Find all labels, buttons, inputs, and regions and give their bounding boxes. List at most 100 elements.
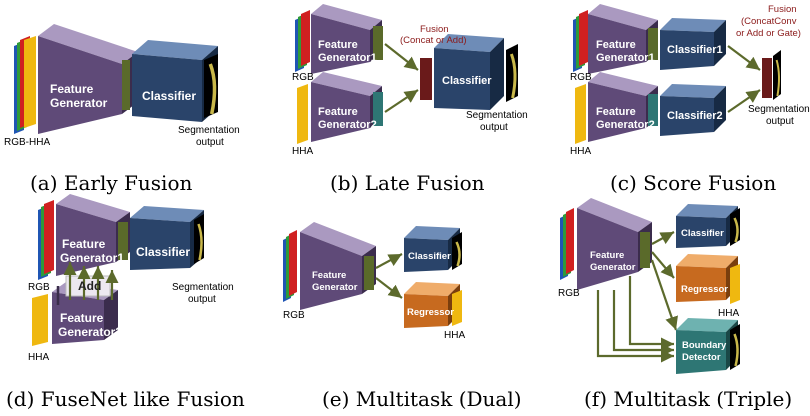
gen1-olive-slab — [648, 28, 658, 60]
fusion-label-line1: Fusion — [420, 24, 449, 35]
classifier-front-face — [404, 238, 448, 272]
generator-label-line2: Generator — [590, 262, 636, 273]
hha-input-slab — [297, 84, 308, 144]
output-label-line2: output — [188, 294, 216, 305]
segmentation-output-object — [775, 59, 780, 97]
gen-olive-slab-face — [640, 232, 650, 268]
regressor-front-face — [404, 294, 448, 328]
hha-label: HHA — [28, 352, 49, 363]
gen1-label-line2: Generator1 — [596, 52, 655, 64]
gen1-label-line1: Feature — [62, 237, 106, 251]
gen2-label-line1: Feature — [596, 106, 636, 118]
segmentation-output-object — [733, 217, 739, 243]
gen2-label-line2: Generator2 — [596, 119, 655, 131]
hha-label: HHA — [292, 146, 313, 157]
feature-generator1-top-face — [56, 194, 130, 222]
feature-generator2-front-face — [588, 82, 646, 142]
feature-olive-slab-face — [122, 60, 130, 110]
rgb-input-stack-layer-2 — [566, 208, 574, 274]
feature-generator2-side-face — [104, 290, 118, 340]
arrow-gen-to-regressor — [375, 277, 403, 299]
classifier — [404, 226, 460, 272]
feature-generator1-front-face — [311, 14, 370, 74]
generator-label-line1: Feature — [50, 82, 94, 96]
gen2-label-line2: Generator2 — [318, 119, 377, 131]
boundary-detector-front-face — [676, 330, 726, 374]
classifier-front-face — [132, 54, 202, 122]
feature-generator-front-face — [38, 36, 122, 134]
output-label-line2: output — [480, 122, 508, 133]
fusion-label-line2: (ConcatConv — [741, 16, 797, 27]
rgb-label: RGB — [292, 72, 314, 83]
classifier-top-face — [434, 34, 504, 52]
classifier — [434, 34, 504, 110]
classifier1-front-face — [660, 30, 714, 70]
feature-generator-top-face — [300, 222, 376, 256]
gen1-olive-slab-face — [118, 222, 128, 260]
segmentation-output — [773, 50, 781, 100]
gen-olive-slab — [364, 256, 374, 290]
arrow-gen2-to-fusion — [384, 89, 419, 113]
output-label-line1: Segmentation — [466, 110, 528, 121]
arrow-gen-to-classifier — [651, 231, 675, 245]
generator-label-line2: Generator — [312, 282, 358, 293]
arrow-gen-to-boundary — [650, 259, 678, 331]
hha-output-slab — [452, 290, 462, 326]
output-label-line1: Segmentation — [178, 125, 240, 136]
rgb-label: RGB — [28, 282, 50, 293]
arrow-gen-to-classifier — [375, 253, 403, 269]
feature-generator2-front-face — [52, 292, 104, 344]
caption-fusenet-fusion: (d) FuseNet like Fusion — [6, 387, 245, 411]
classifier2-top-face — [660, 84, 726, 98]
feature-generator-front-face — [577, 208, 638, 290]
segmentation-output-object — [208, 63, 217, 115]
classifier2-label: Classifier2 — [667, 110, 723, 122]
arrow-gen1-to-fusion — [384, 43, 419, 71]
skip-arrow-inner — [628, 276, 674, 351]
hha-input-slab — [24, 36, 36, 128]
classifier1-label: Classifier1 — [667, 44, 723, 56]
gen-olive-slab-face — [364, 256, 374, 290]
segmentation-output — [506, 44, 518, 102]
hha-input-slab — [575, 84, 586, 144]
fusion-block-face — [762, 58, 772, 98]
hha-input-slab-face — [575, 84, 586, 144]
boundary-detector-top-face — [676, 318, 738, 332]
skip-arrow-middle — [612, 290, 674, 357]
hha-label: HHA — [570, 146, 591, 157]
classifier-side-face — [490, 38, 504, 110]
segmentation-output — [452, 232, 462, 270]
generator-label-line2: Generator — [50, 96, 108, 110]
arrow-gen-to-regressor — [651, 251, 675, 279]
boundary-output — [730, 324, 740, 370]
fusion-label-line1: Fusion — [768, 4, 797, 15]
classifier-label: Classifier — [408, 251, 451, 262]
panel-score-fusion: FeatureGenerator1FeatureGenerator2Classi… — [570, 4, 810, 195]
panel-multitask-dual: FeatureGeneratorClassifierRegressorRGBHH… — [283, 222, 522, 411]
caption-score-fusion: (c) Score Fusion — [610, 171, 776, 195]
regressor-label: Regressor — [681, 284, 728, 295]
generator-label-line1: Feature — [312, 270, 346, 281]
feature-generator-top-face — [577, 198, 652, 232]
hha-input-slab-face — [32, 294, 48, 346]
segmentation-output-object — [509, 53, 517, 99]
gen2-teal-slab-face — [648, 94, 658, 126]
gen-olive-slab — [640, 232, 650, 268]
feature-generator2-top-face — [588, 72, 658, 96]
output-label-line1: Segmentation — [748, 104, 810, 115]
classifier2-front-face — [660, 96, 714, 136]
feature-generator-front-face — [300, 232, 362, 310]
gen2-label-line1: Feature — [60, 311, 104, 325]
gen1-olive-slab-face — [373, 26, 383, 60]
segmentation-output-object — [455, 241, 461, 267]
boundary-label-line2: Detector — [682, 352, 721, 363]
caption-multitask-triple: (f) Multitask (Triple) — [584, 387, 792, 411]
rgb-input-stack — [38, 200, 54, 280]
caption-multitask-dual: (e) Multitask (Dual) — [322, 387, 522, 411]
rgb-input-stack-layer-2 — [301, 10, 310, 66]
rgb-input-stack — [295, 10, 310, 72]
fusion-label-line3: or Add or Gate) — [736, 28, 801, 39]
caption-early-fusion: (a) Early Fusion — [30, 171, 192, 195]
gen2-label-line1: Feature — [318, 106, 358, 118]
